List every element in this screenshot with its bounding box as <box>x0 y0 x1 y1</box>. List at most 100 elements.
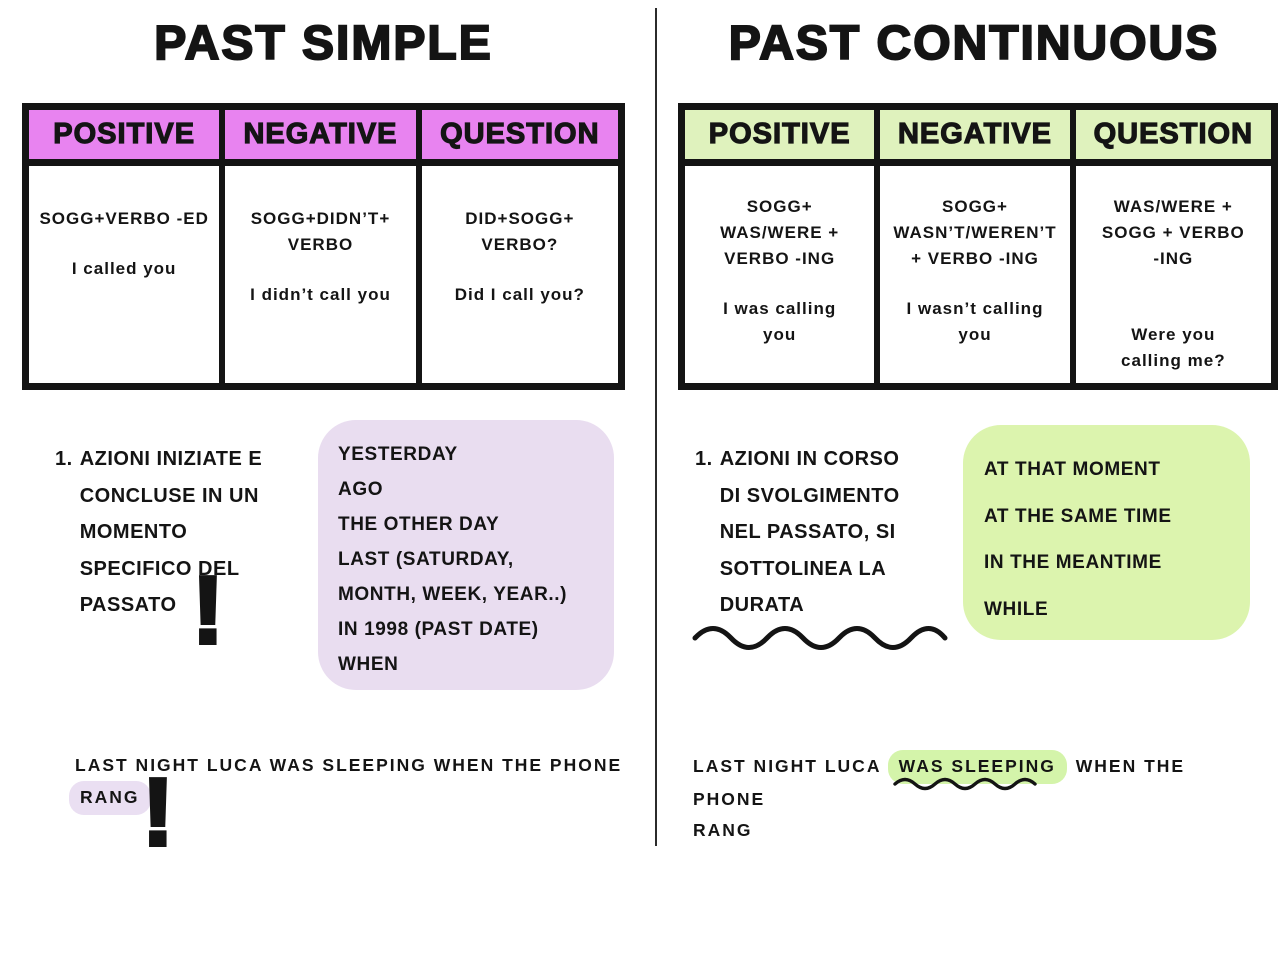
line: SOGG+VERBO -ED <box>39 209 209 228</box>
line: YESTERDAY <box>338 444 458 465</box>
line: DID+SOGG+ <box>465 209 575 228</box>
line: SOGG + VERBO <box>1101 223 1245 242</box>
line: DURATA <box>719 594 805 616</box>
table-column-negative: NEGATIVE SOGG+ WASN’T/WEREN’T + VERBO -ING… <box>880 110 1076 383</box>
past-continuous-example-sentence: LAST NIGHT LUCA WAS SLEEPING WHEN THE PH… <box>693 750 1238 846</box>
line: WAS/WERE + <box>1113 197 1233 216</box>
wavy-underline-icon <box>892 777 1037 791</box>
line: you <box>958 325 992 344</box>
line: AT THAT MOMENT <box>984 459 1161 480</box>
line: VERBO <box>287 235 354 254</box>
line: SPECIFICO DEL <box>79 557 240 580</box>
past-continuous-table: POSITIVE SOGG+WAS/WERE +VERBO -ING I was… <box>678 103 1278 390</box>
line: LAST (SATURDAY, <box>338 549 514 570</box>
table-column-positive: POSITIVE SOGG+WAS/WERE +VERBO -ING I was… <box>685 110 881 383</box>
line: WASN’T/WEREN’T <box>893 223 1057 242</box>
table-cell-question: DID+SOGG+ VERBO? Did I call you? <box>422 166 618 383</box>
line: MOMENTO <box>79 521 188 543</box>
past-simple-time-expressions-box: YESTERDAY AGO THE OTHER DAY LAST (SATURDAY,… <box>318 420 614 690</box>
highlighted-word-rang: RANG <box>69 781 151 815</box>
table-cell-positive: SOGG+VERBO -ED I called you <box>29 166 219 383</box>
line: Did I call you? <box>454 285 585 304</box>
rule-text: SOGG+ WASN’T/WEREN’T + VERBO -ING <box>893 194 1056 272</box>
line: MONTH, WEEK, YEAR..) <box>338 584 568 605</box>
past-continuous-time-expressions-box: AT THAT MOMENT AT THE SAME TIME IN THE MEA… <box>963 425 1250 640</box>
usage-lines: AZIONI INIZIATE E CONCLUSE IN UN MOMENTO SP… <box>80 441 263 624</box>
line: CONCLUSE IN UN <box>79 484 259 507</box>
sentence-text: WHEN THE PHONE <box>693 756 1186 809</box>
line: Were you <box>1131 325 1216 344</box>
column-header-negative: NEGATIVE <box>225 110 416 166</box>
past-continuous-usage-note: 1. AZIONI IN CORSO DI SVOLGIMENTO NEL PASS… <box>695 441 900 624</box>
example-text: I was calling you <box>723 296 836 348</box>
example-text: Were you calling me? <box>1121 322 1226 374</box>
table-column-positive: POSITIVE SOGG+VERBO -ED I called you <box>29 110 226 383</box>
example-text: Did I call you? <box>455 282 585 308</box>
line: SOGG+ <box>746 197 813 216</box>
past-simple-title: PAST SIMPLE <box>153 16 493 71</box>
rule-text: SOGG+DIDN’T+ VERBO <box>251 206 391 258</box>
line: AZIONI IN CORSO <box>719 448 900 470</box>
example-text: I wasn’t calling you <box>907 296 1044 348</box>
table-cell-positive: SOGG+WAS/WERE +VERBO -ING I was calling y… <box>685 166 874 383</box>
rule-text: WAS/WERE + SOGG + VERBO -ING <box>1102 194 1245 272</box>
past-simple-example-sentence: LAST NIGHT LUCA WAS SLEEPING WHEN THE PH… <box>69 750 625 815</box>
column-header-positive: POSITIVE <box>29 110 220 166</box>
sentence-line: LAST NIGHT LUCA WAS SLEEPING WHEN THE PH… <box>693 750 1238 815</box>
center-divider <box>655 8 657 846</box>
table-cell-negative: SOGG+DIDN’T+ VERBO I didn’t call you <box>225 166 415 383</box>
line: I was calling <box>723 299 837 318</box>
line: THE OTHER DAY <box>338 514 500 535</box>
column-header-positive: POSITIVE <box>685 110 875 166</box>
usage-lines: AZIONI IN CORSO DI SVOLGIMENTO NEL PASSATO… <box>720 441 900 624</box>
sentence-line: RANG <box>693 820 753 840</box>
table-column-question: QUESTION WAS/WERE + SOGG + VERBO -ING Were… <box>1075 110 1271 383</box>
example-text: I didn’t call you <box>250 282 391 308</box>
line: I didn’t call you <box>250 285 391 304</box>
line: VERBO -ING <box>724 249 836 268</box>
line: VERBO? <box>481 235 559 254</box>
highlighted-phrase-was-sleeping: WAS SLEEPING <box>887 750 1067 784</box>
exclamation-icon: ! <box>190 557 226 664</box>
table-column-negative: NEGATIVE SOGG+DIDN’T+ VERBO I didn’t call… <box>225 110 422 383</box>
table-cell-negative: SOGG+ WASN’T/WEREN’T + VERBO -ING I wasn’t… <box>880 166 1069 383</box>
past-simple-usage-note: 1. AZIONI INIZIATE E CONCLUSE IN UN MOMENT… <box>55 441 262 624</box>
line: -ING <box>1153 249 1194 268</box>
line: SOGG+DIDN’T+ <box>250 209 391 228</box>
table-column-question: QUESTION DID+SOGG+ VERBO? Did I call you? <box>421 110 618 383</box>
past-simple-table: POSITIVE SOGG+VERBO -ED I called you NEG… <box>22 103 625 390</box>
column-header-question: QUESTION <box>1075 110 1271 166</box>
column-header-negative: NEGATIVE <box>880 110 1070 166</box>
sentence-line: LAST NIGHT LUCA WAS SLEEPING WHEN THE PH… <box>75 755 623 775</box>
line: I wasn’t calling <box>906 299 1044 318</box>
line: AGO <box>338 479 384 500</box>
list-number: 1. <box>695 448 713 470</box>
exclamation-icon: ! <box>140 759 176 866</box>
line: PASSATO <box>79 594 177 616</box>
line: AT THE SAME TIME <box>984 505 1172 527</box>
line: WHEN <box>338 654 399 675</box>
list-number: 1. <box>55 448 73 470</box>
wavy-underline-icon <box>692 626 948 650</box>
line: IN 1998 (PAST DATE) <box>338 619 539 640</box>
line: DI SVOLGIMENTO <box>719 484 900 507</box>
line: I called you <box>71 259 177 278</box>
rule-text: SOGG+WAS/WERE +VERBO -ING <box>720 194 839 272</box>
rule-text: SOGG+VERBO -ED <box>39 206 208 232</box>
table-cell-question: WAS/WERE + SOGG + VERBO -ING Were you calli… <box>1076 166 1271 383</box>
line: SOTTOLINEA LA <box>719 557 887 580</box>
line: WHILE <box>984 598 1049 620</box>
highlight-wrap: WAS SLEEPING <box>887 750 1069 791</box>
line: you <box>763 325 797 344</box>
past-continuous-title: PAST CONTINUOUS <box>728 16 1220 71</box>
column-header-question: QUESTION <box>421 110 618 166</box>
line: + VERBO -ING <box>911 249 1039 268</box>
line: SOGG+ <box>942 197 1008 216</box>
line: IN THE MEANTIME <box>984 552 1162 573</box>
line: calling me? <box>1121 351 1226 370</box>
line: NEL PASSATO, SI <box>719 521 896 543</box>
line: AZIONI INIZIATE E <box>79 448 263 470</box>
rule-text: DID+SOGG+ VERBO? <box>465 206 574 258</box>
sentence-text: LAST NIGHT LUCA <box>693 756 888 776</box>
